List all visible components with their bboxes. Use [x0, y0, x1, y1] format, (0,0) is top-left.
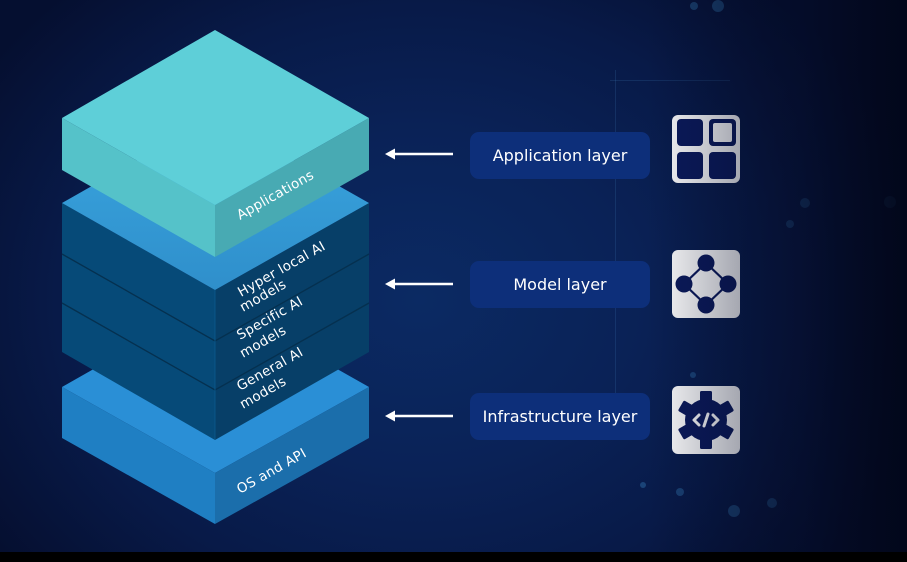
bg-dot [690, 372, 696, 378]
bottom-slab-left-face [62, 387, 215, 524]
bg-dot [690, 2, 698, 10]
bottom-bar [0, 552, 907, 562]
top-slab: Applications [62, 30, 369, 257]
middle-block-left-face [62, 203, 215, 440]
arrow-left-icon [385, 148, 453, 160]
bg-dot [640, 482, 646, 488]
application-layer-label: Application layer [470, 132, 650, 179]
bg-line [610, 80, 730, 81]
model-layer-label: Model layer [470, 261, 650, 308]
bg-dot [884, 196, 896, 208]
bg-dot [767, 498, 777, 508]
arrow-left-icon [385, 278, 453, 290]
bg-dot [800, 198, 810, 208]
middle-block-right-face [215, 203, 369, 440]
network-nodes-icon [672, 250, 740, 318]
infrastructure-layer-label: Infrastructure layer [470, 393, 650, 440]
top-slab-top-face [62, 30, 369, 205]
bg-dot [676, 488, 684, 496]
bg-dot [712, 0, 724, 12]
bg-dot [786, 220, 794, 228]
app-grid-icon [672, 115, 740, 183]
bg-dot [728, 505, 740, 517]
bottom-slab-right-face [215, 387, 369, 524]
top-slab-left-face [62, 118, 215, 257]
bg-line [615, 70, 616, 400]
gear-code-icon [672, 386, 740, 454]
arrow-left-icon [385, 410, 453, 422]
top-slab-right-face [215, 118, 369, 257]
